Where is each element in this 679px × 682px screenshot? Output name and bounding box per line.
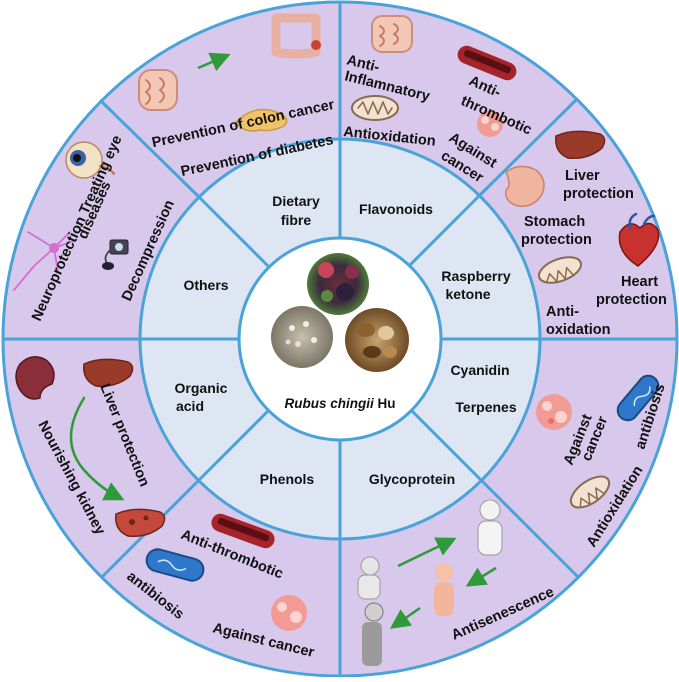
- label-dietary-fibre-2: fibre: [281, 212, 312, 228]
- label-stomach-protection-1: Stomach: [524, 214, 585, 230]
- heart-icon: [618, 212, 660, 267]
- label-raspberry-ketone-1: Raspberry: [441, 268, 510, 284]
- blood-vessel-icon: [211, 513, 275, 549]
- neuron-icon: [13, 231, 77, 291]
- raspberry-ketone-sector: Liver protection Stomach protection Hear…: [505, 130, 667, 338]
- mitochondria-icon: [537, 256, 583, 284]
- child-icon: [357, 556, 381, 600]
- label-heart-protection-2: protection: [596, 292, 667, 308]
- elderly-person-icon: [362, 602, 384, 666]
- mitochondria-icon: [569, 475, 611, 509]
- mitochondria-icon: [351, 95, 399, 121]
- label-organic-acid-2: acid: [176, 398, 204, 414]
- inner-labels: Dietary fibre Flavonoids Raspberry keton…: [175, 193, 517, 487]
- colon-icon: [271, 13, 321, 59]
- label-flavonoids: Flavonoids: [359, 201, 433, 217]
- bacteria-icon: [616, 374, 660, 422]
- label-heart-protection-1: Heart: [621, 274, 658, 290]
- cancer-cell-icon: [477, 111, 503, 137]
- liver-icon: [83, 358, 134, 388]
- label-terpenes: Terpenes: [455, 399, 516, 415]
- label-phenols: Phenols: [260, 471, 315, 487]
- outer-dividers: [3, 2, 677, 676]
- blood-pressure-meter-icon: [102, 239, 129, 270]
- center-title: Rubus chingii Hu: [285, 396, 396, 411]
- cancer-cell-icon: [271, 595, 307, 631]
- intestine-icon: [138, 69, 178, 111]
- center-title-suffix: Hu: [374, 396, 396, 411]
- pancreas-icon: [235, 108, 288, 132]
- center-title-italic: Rubus chingii: [285, 396, 374, 411]
- seeds-photo: [271, 306, 333, 368]
- liver-progression-arrow: [69, 396, 125, 501]
- progression-arrow: [197, 52, 231, 72]
- cancer-cell-icon: [536, 394, 572, 430]
- eye-icon: [65, 141, 115, 179]
- label-anti-oxidation-2: oxidation: [546, 322, 610, 338]
- inner-dividers: [140, 139, 540, 539]
- middle-age-icon: [434, 563, 454, 616]
- aging-arrow-2: [389, 606, 421, 629]
- colon-icon: [371, 15, 413, 53]
- label-liver-protection-2: protection: [563, 186, 634, 202]
- stomach-icon: [505, 165, 545, 207]
- label-stomach-protection-2: protection: [521, 232, 592, 248]
- label-cyanidin: Cyanidin: [450, 362, 509, 378]
- aging-arrow-1: [465, 566, 497, 587]
- label-others: Others: [183, 277, 228, 293]
- label-anti-oxidation-1: Anti-: [546, 304, 579, 320]
- label-dietary-fibre-1: Dietary: [272, 193, 320, 209]
- label-raspberry-ketone-2: ketone: [445, 286, 490, 302]
- damaged-liver-icon: [115, 508, 166, 538]
- label-liver-protection-1: Liver: [565, 168, 600, 184]
- adult-icon: [477, 499, 503, 556]
- bacteria-icon: [145, 548, 205, 582]
- label-organic-acid-1: Organic: [175, 380, 228, 396]
- dried-fruit-photo: [345, 308, 409, 372]
- growth-arrow: [397, 537, 457, 568]
- label-anti-inflammatory-1: Anti-: [345, 52, 381, 76]
- kidney-icon: [15, 356, 55, 400]
- blood-vessel-icon: [457, 45, 517, 81]
- berries-photo: [307, 253, 369, 315]
- label-glycoprotein: Glycoprotein: [369, 471, 455, 487]
- liver-icon: [555, 130, 606, 160]
